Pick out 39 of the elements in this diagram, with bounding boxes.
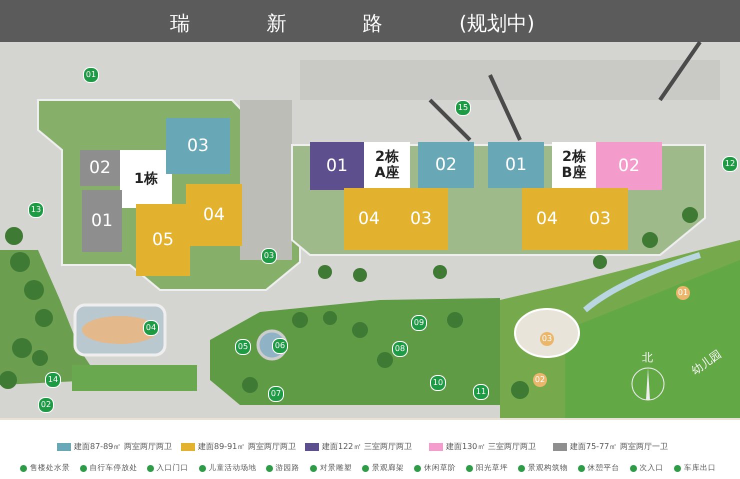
unit-number: 01 [91, 211, 113, 231]
road-name: 瑞 新 路 (规划中) [170, 10, 535, 37]
apartment-unit [136, 204, 190, 276]
unit-number: 03 [589, 209, 611, 229]
apartment-unit [186, 184, 242, 246]
north-label: 北 [642, 350, 653, 365]
legend-label: 建面87-89㎡ 两室两厅两卫 [74, 441, 172, 452]
apartment-unit [310, 142, 364, 190]
building-name: 1栋 [133, 171, 159, 187]
unit-number: 02 [89, 158, 111, 178]
apartment-unit [596, 142, 662, 190]
unit-number: 03 [187, 136, 209, 156]
apartment-unit [344, 188, 394, 250]
unit-number: 05 [152, 230, 174, 250]
legend-label: 建面89-91㎡ 两室两厅两卫 [198, 441, 296, 452]
apartment-unit [488, 142, 544, 188]
legend-label: 建面122㎡ 三室两厅两卫 [322, 441, 412, 452]
unit-number: 02 [435, 155, 457, 175]
building-label-panel [364, 142, 410, 188]
apartment-unit [572, 188, 628, 250]
apartment-unit [80, 150, 120, 186]
unit-number: 04 [203, 205, 225, 225]
unit-number: 01 [505, 155, 527, 175]
apartment-unit [82, 190, 122, 252]
unit-number: 04 [536, 209, 558, 229]
apartment-unit [166, 118, 230, 174]
unit-number: 04 [358, 209, 380, 229]
legend-label: 建面75-77㎡ 两室两厅一卫 [570, 441, 668, 452]
apartment-unit [522, 188, 572, 250]
unit-number: 03 [410, 209, 432, 229]
apartment-unit [394, 188, 448, 250]
building-name: 2栋 A座 [374, 149, 400, 181]
unit-number: 02 [618, 156, 640, 176]
building-label-panel [552, 142, 596, 188]
building-name: 2栋 B座 [560, 149, 588, 181]
legend-label: 建面130㎡ 三室两厅两卫 [446, 441, 536, 452]
apartment-unit [418, 142, 474, 188]
unit-number: 01 [326, 156, 348, 176]
area-name: 幼儿园 [688, 346, 724, 378]
